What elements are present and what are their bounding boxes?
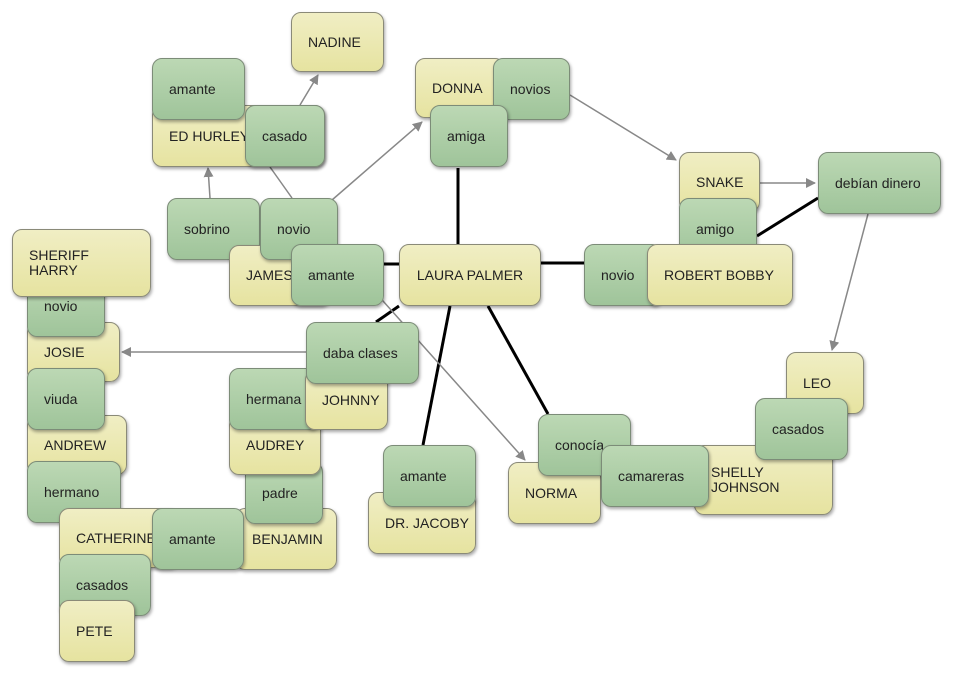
- relation-node-amante4[interactable]: amante: [383, 445, 476, 507]
- relation-node-amante2[interactable]: amante: [291, 244, 384, 306]
- relation-node-hermana[interactable]: hermana: [229, 368, 319, 430]
- edge-laura-daba-clases: [375, 304, 400, 324]
- person-node-sheriff[interactable]: SHERIFF HARRY: [12, 229, 151, 297]
- relation-node-daba[interactable]: daba clases: [306, 322, 419, 384]
- edge-amante-norma: [374, 291, 526, 461]
- edge-casado-nadine: [299, 74, 319, 106]
- edge-sobrino-ed: [203, 167, 214, 199]
- edge-laura-amante-jacoby: [421, 305, 452, 446]
- person-node-laura[interactable]: LAURA PALMER: [399, 244, 541, 306]
- edge-novios-snake: [569, 94, 677, 161]
- relation-node-debian[interactable]: debían dinero: [818, 152, 941, 214]
- relation-node-viuda[interactable]: viuda: [27, 368, 105, 430]
- relation-node-amante1[interactable]: amante: [152, 58, 245, 120]
- relation-node-amiga[interactable]: amiga: [430, 105, 508, 167]
- edge-laura-conocia: [486, 305, 550, 415]
- relation-node-camareras[interactable]: camareras: [601, 445, 709, 507]
- relation-node-casados2[interactable]: casados: [755, 398, 848, 460]
- person-node-pete[interactable]: PETE: [59, 600, 135, 662]
- edge-amigo-debian: [756, 196, 819, 238]
- relation-node-casado[interactable]: casado: [245, 105, 325, 167]
- relation-node-amante3[interactable]: amante: [152, 508, 244, 570]
- edge-novio-donna: [331, 121, 423, 201]
- edge-debian-leo: [829, 213, 869, 351]
- edge-novio-casado: [269, 166, 293, 199]
- relation-node-sobrino[interactable]: sobrino: [167, 198, 260, 260]
- person-node-robert[interactable]: ROBERT BOBBY: [647, 244, 793, 306]
- person-node-nadine[interactable]: NADINE: [291, 12, 384, 72]
